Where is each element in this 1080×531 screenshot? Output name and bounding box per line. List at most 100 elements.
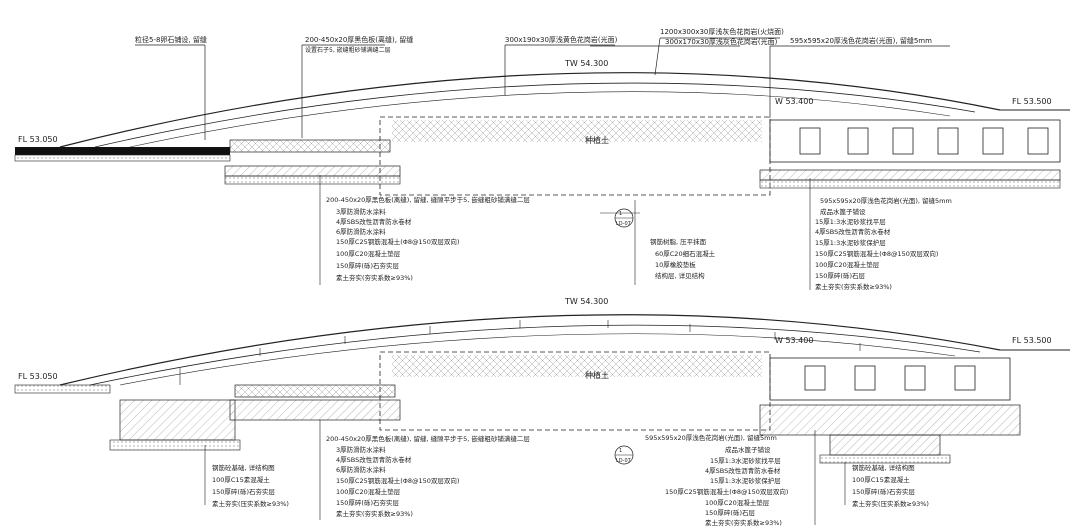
svg-text:150厚C25钢筋混凝土(Φ8@150双层双向): 150厚C25钢筋混凝土(Φ8@150双层双向) xyxy=(336,476,459,485)
svg-text:素土夯实(夯实系数≥93%): 素土夯实(夯实系数≥93%) xyxy=(336,273,413,282)
svg-text:种植土: 种植土 xyxy=(585,370,609,380)
bottom-right-trench xyxy=(769,357,1011,401)
svg-text:100厚C20混凝土垫层: 100厚C20混凝土垫层 xyxy=(336,487,401,496)
svg-text:6厚防滑防水涂料: 6厚防滑防水涂料 xyxy=(336,465,386,474)
svg-text:LD-07: LD-07 xyxy=(616,458,631,464)
top-callout-leaders xyxy=(135,37,950,140)
svg-text:4厚SBS改性沥青防水卷材: 4厚SBS改性沥青防水卷材 xyxy=(815,227,891,236)
bottom-right-slab xyxy=(759,404,1021,436)
top-section xyxy=(14,37,1070,290)
svg-text:15厚1:3水泥砂浆保护层: 15厚1:3水泥砂浆保护层 xyxy=(710,476,781,485)
top-level-top: TW 54.300 xyxy=(564,59,608,68)
svg-text:钢筋砼基础, 详结构图: 钢筋砼基础, 详结构图 xyxy=(212,463,275,472)
top-arch-outer xyxy=(59,72,1001,148)
callout-0: 粒径5-8卵石铺设, 留缝 xyxy=(135,35,207,44)
svg-text:结构层, 详见结构: 结构层, 详见结构 xyxy=(655,271,705,280)
top-arch-inner xyxy=(94,82,976,148)
svg-text:3厚防滑防水涂料: 3厚防滑防水涂料 xyxy=(336,445,386,454)
svg-text:4厚SBS改性沥青防水卷材: 4厚SBS改性沥青防水卷材 xyxy=(336,455,412,464)
svg-text:150厚碎(砾)石夯实层: 150厚碎(砾)石夯实层 xyxy=(336,498,399,507)
top-arch-inner2 xyxy=(129,91,951,148)
svg-text:钢筋砼基础, 详结构图: 钢筋砼基础, 详结构图 xyxy=(852,463,915,472)
svg-text:FL 53.050: FL 53.050 xyxy=(18,372,58,381)
svg-text:15厚1:3水泥砂浆保护层: 15厚1:3水泥砂浆保护层 xyxy=(815,238,886,247)
grate-units-bottom xyxy=(804,365,976,391)
svg-text:钢筋树脂, 压平抹面: 钢筋树脂, 压平抹面 xyxy=(650,237,707,246)
svg-text:100厚C15素混凝土: 100厚C15素混凝土 xyxy=(852,475,910,484)
top-level-right: FL 53.500 xyxy=(1012,97,1052,106)
grate-units-top xyxy=(799,127,1049,155)
right-trench xyxy=(769,119,1061,163)
svg-text:素土夯实(压实系数≥93%): 素土夯实(压实系数≥93%) xyxy=(212,499,289,508)
svg-text:W 53.400: W 53.400 xyxy=(775,336,813,345)
svg-text:4厚SBS改性沥青防水卷材: 4厚SBS改性沥青防水卷材 xyxy=(336,217,412,226)
svg-text:1: 1 xyxy=(619,211,622,217)
bottom-found-right: 钢筋砼基础, 详结构图 100厚C15素混凝土 150厚碎(砾)石夯实层 素土夯… xyxy=(852,463,929,508)
callout-4: 1200x300x30厚浅灰色花岗岩(火烧面) xyxy=(660,27,784,36)
svg-text:100厚C15素混凝土: 100厚C15素混凝土 xyxy=(212,475,270,484)
svg-text:TW 54.300: TW 54.300 xyxy=(564,297,608,306)
svg-text:595x595x20厚浅色花岗岩(光面), 留缝5mm: 595x595x20厚浅色花岗岩(光面), 留缝5mm xyxy=(645,433,777,442)
svg-text:素土夯实(压实系数≥93%): 素土夯实(压实系数≥93%) xyxy=(852,499,929,508)
svg-text:4厚SBS改性沥青防水卷材: 4厚SBS改性沥青防水卷材 xyxy=(705,466,781,475)
svg-text:成品水篦子铺设: 成品水篦子铺设 xyxy=(725,445,771,454)
callout-5: 300x170x30厚浅灰色花岗岩(光面) xyxy=(665,37,778,46)
svg-text:200-450x20厚黑色板(离缝), 留缝, 缝隙平步于5: 200-450x20厚黑色板(离缝), 留缝, 缝隙平步于5, 嵌缝粗砂铺满缝二… xyxy=(326,434,530,443)
top-soil-label: 种植土 xyxy=(585,135,609,145)
svg-text:150厚碎(砾)石夯实层: 150厚碎(砾)石夯实层 xyxy=(336,261,399,270)
top-soil-fill xyxy=(392,120,762,142)
svg-text:素土夯实(夯实系数≥93%): 素土夯实(夯实系数≥93%) xyxy=(705,518,782,527)
svg-text:150厚碎(砾)石层: 150厚碎(砾)石层 xyxy=(705,508,755,517)
svg-text:10厚橡胶垫板: 10厚橡胶垫板 xyxy=(655,260,696,269)
right-slab-top xyxy=(759,169,1061,181)
bottom-arch-outer xyxy=(59,314,1001,386)
bottom-labels: FL 53.050 FL 53.500 TW 54.300 W 53.400 种… xyxy=(18,297,1052,381)
svg-text:15厚1:3水泥砂浆找平层: 15厚1:3水泥砂浆找平层 xyxy=(815,217,886,226)
top-mid-layers: 钢筋树脂, 压平抹面 60厚C20细石混凝土 10厚橡胶垫板 结构层, 详见结构 xyxy=(650,237,716,280)
bottom-left-slab xyxy=(234,384,396,398)
left-gravel xyxy=(224,175,401,185)
svg-text:LD-07: LD-07 xyxy=(616,221,631,227)
bottom-section xyxy=(14,314,1070,525)
svg-text:1: 1 xyxy=(619,448,622,454)
svg-text:100厚C20混凝土垫层: 100厚C20混凝土垫层 xyxy=(336,249,401,258)
left-footing xyxy=(224,165,401,177)
svg-text:200-450x20厚黑色板(离缝), 留缝, 缝隙平步于5: 200-450x20厚黑色板(离缝), 留缝, 缝隙平步于5, 嵌缝粗砂铺满缝二… xyxy=(326,195,530,204)
top-level-mid: W 53.400 xyxy=(775,97,813,106)
left-base-top xyxy=(14,154,231,162)
svg-text:素土夯实(夯实系数≥93%): 素土夯实(夯实系数≥93%) xyxy=(815,282,892,291)
svg-text:成品水篦子铺设: 成品水篦子铺设 xyxy=(820,207,866,216)
svg-text:100厚C20混凝土垫层: 100厚C20混凝土垫层 xyxy=(705,498,770,507)
svg-text:150厚碎(砾)石夯实层: 150厚碎(砾)石夯实层 xyxy=(212,487,275,496)
bottom-arch-inner xyxy=(89,324,981,386)
top-right-layers: 595x595x20厚浅色花岗岩(光面), 留缝5mm 成品水篦子铺设 15厚1… xyxy=(815,196,952,291)
bottom-left-footing xyxy=(119,399,236,441)
callout-1: 200-450x20厚黑色板(离缝), 留缝 xyxy=(305,35,413,44)
svg-text:6厚防滑防水涂料: 6厚防滑防水涂料 xyxy=(336,227,386,236)
top-left-layers: 200-450x20厚黑色板(离缝), 留缝, 缝隙平步于5, 嵌缝粗砂铺满缝二… xyxy=(326,195,530,282)
right-gravel-top xyxy=(759,179,1061,189)
svg-text:100厚C20混凝土垫层: 100厚C20混凝土垫层 xyxy=(815,260,880,269)
callout-2: 设置石子5, 嵌缝粗砂铺满缝二层 xyxy=(305,46,391,54)
svg-text:150厚C25钢筋混凝土(Φ8@150双层双向): 150厚C25钢筋混凝土(Φ8@150双层双向) xyxy=(815,249,938,258)
svg-text:150厚C25钢筋混凝土(Φ8@150双层双向): 150厚C25钢筋混凝土(Φ8@150双层双向) xyxy=(336,237,459,246)
svg-text:60厚C20细石混凝土: 60厚C20细石混凝土 xyxy=(655,249,716,258)
bottom-found-left: 钢筋砼基础, 详结构图 100厚C15素混凝土 150厚碎(砾)石夯实层 素土夯… xyxy=(212,463,289,508)
left-paving-top xyxy=(15,147,230,155)
bottom-arch-ties xyxy=(179,320,861,385)
svg-text:150厚碎(砾)石夯实层: 150厚碎(砾)石夯实层 xyxy=(852,487,915,496)
svg-text:3厚防滑防水涂料: 3厚防滑防水涂料 xyxy=(336,207,386,216)
svg-text:FL 53.500: FL 53.500 xyxy=(1012,336,1052,345)
callout-3: 300x190x30厚浅黄色花岗岩(光面) xyxy=(505,35,618,44)
callout-6: 595x595x20厚浅色花岗岩(光面), 留缝5mm xyxy=(790,36,932,45)
svg-text:素土夯实(夯实系数≥93%): 素土夯实(夯实系数≥93%) xyxy=(336,509,413,518)
bottom-right-layers: 595x595x20厚浅色花岗岩(光面), 留缝5mm 成品水篦子铺设 15厚1… xyxy=(645,433,788,527)
svg-text:150厚碎(砾)石层: 150厚碎(砾)石层 xyxy=(815,271,865,280)
svg-text:150厚C25钢筋混凝土(Φ8@150双层双向): 150厚C25钢筋混凝土(Φ8@150双层双向) xyxy=(665,487,788,496)
top-labels: FL 53.050 FL 53.500 TW 54.300 W 53.400 种… xyxy=(18,27,1052,145)
svg-text:15厚1:3水泥砂浆找平层: 15厚1:3水泥砂浆找平层 xyxy=(710,456,781,465)
left-slab xyxy=(229,139,391,153)
bottom-left-layers: 200-450x20厚黑色板(离缝), 留缝, 缝隙平步于5, 嵌缝粗砂铺满缝二… xyxy=(326,434,530,518)
